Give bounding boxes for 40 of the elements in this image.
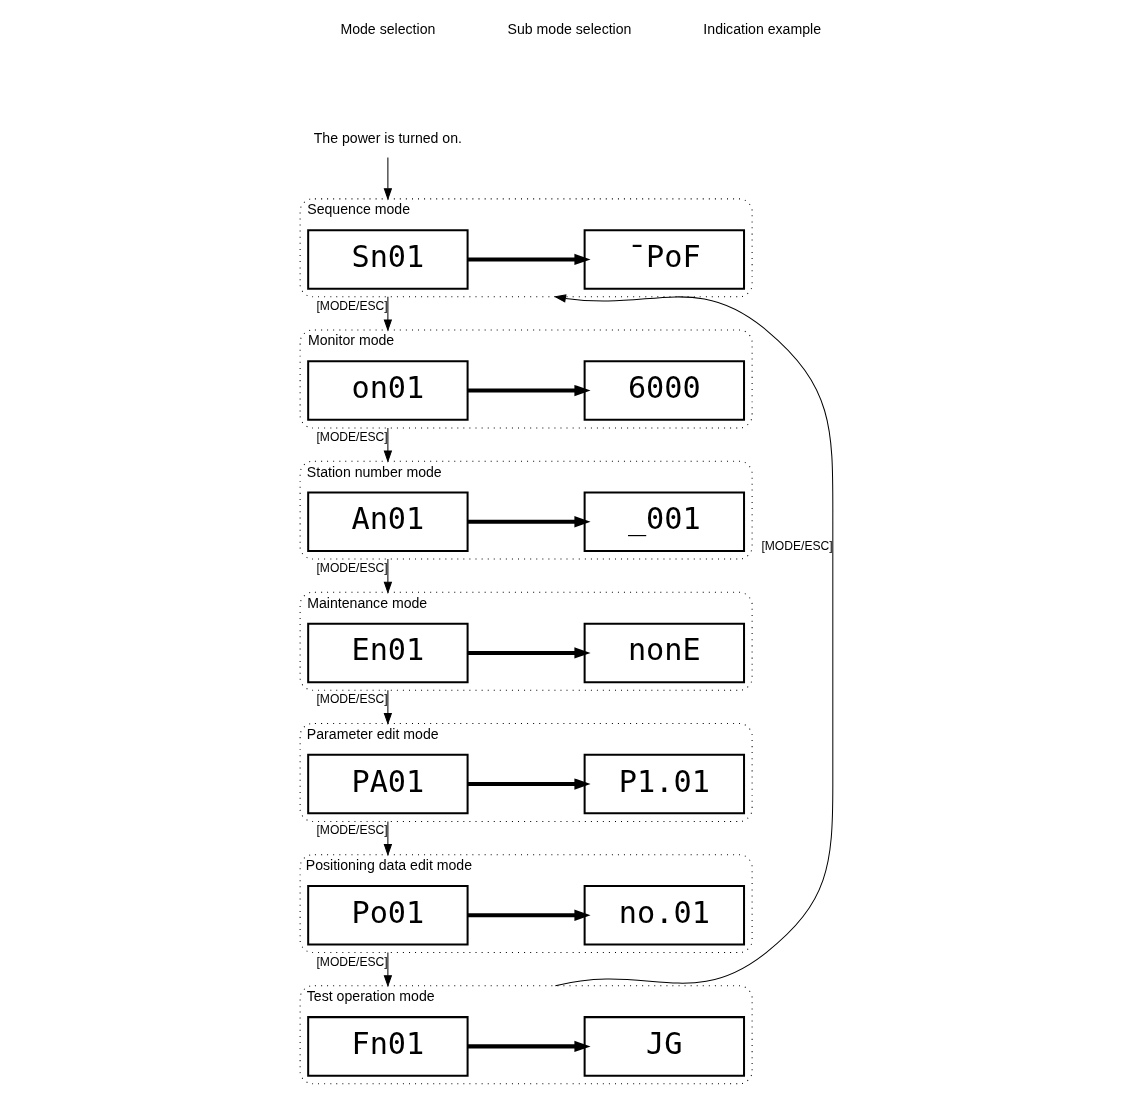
node-box: 6000 <box>583 360 746 421</box>
node-box: nonE <box>583 622 746 684</box>
edge-label: [MODE/ESC] <box>316 823 388 838</box>
arrow <box>467 778 591 790</box>
arrow <box>383 952 393 988</box>
edge-label: [MODE/ESC] <box>316 561 388 576</box>
arrow <box>467 1040 591 1053</box>
arrow <box>467 253 591 266</box>
edge-label: [MODE/ESC] <box>316 429 388 444</box>
arrow <box>383 689 393 726</box>
arrow <box>383 296 393 332</box>
arrow <box>553 294 834 987</box>
label: Indication example <box>703 21 822 38</box>
label: Mode selection <box>340 21 436 38</box>
arrow <box>467 384 591 397</box>
arrow <box>383 558 393 594</box>
arrow <box>383 820 393 857</box>
arrow <box>467 647 591 659</box>
node-box: P1.01 <box>583 753 746 815</box>
node-box: no.01 <box>583 884 746 946</box>
node-box: JG <box>583 1016 746 1077</box>
node-box: Fn01 <box>307 1016 469 1077</box>
node-box: ¯PoF <box>583 229 746 290</box>
label: Sub mode selection <box>507 21 632 38</box>
arrow <box>467 909 591 921</box>
arrow <box>383 157 393 201</box>
edge-label: [MODE/ESC] <box>761 539 833 554</box>
arrow <box>467 516 591 528</box>
node-text: The power is turned on. <box>313 130 462 147</box>
edge-label: [MODE/ESC] <box>316 954 388 969</box>
arrow <box>383 427 393 463</box>
node-box: En01 <box>307 622 469 684</box>
node-box: An01 <box>307 491 469 552</box>
edge-label: [MODE/ESC] <box>316 692 388 707</box>
node-box: PA01 <box>307 753 469 815</box>
node-box: Sn01 <box>307 229 469 290</box>
node-box: Po01 <box>307 884 469 946</box>
node-box: on01 <box>307 360 469 421</box>
edge-label: [MODE/ESC] <box>316 298 388 313</box>
node-box: _001 <box>583 491 746 552</box>
